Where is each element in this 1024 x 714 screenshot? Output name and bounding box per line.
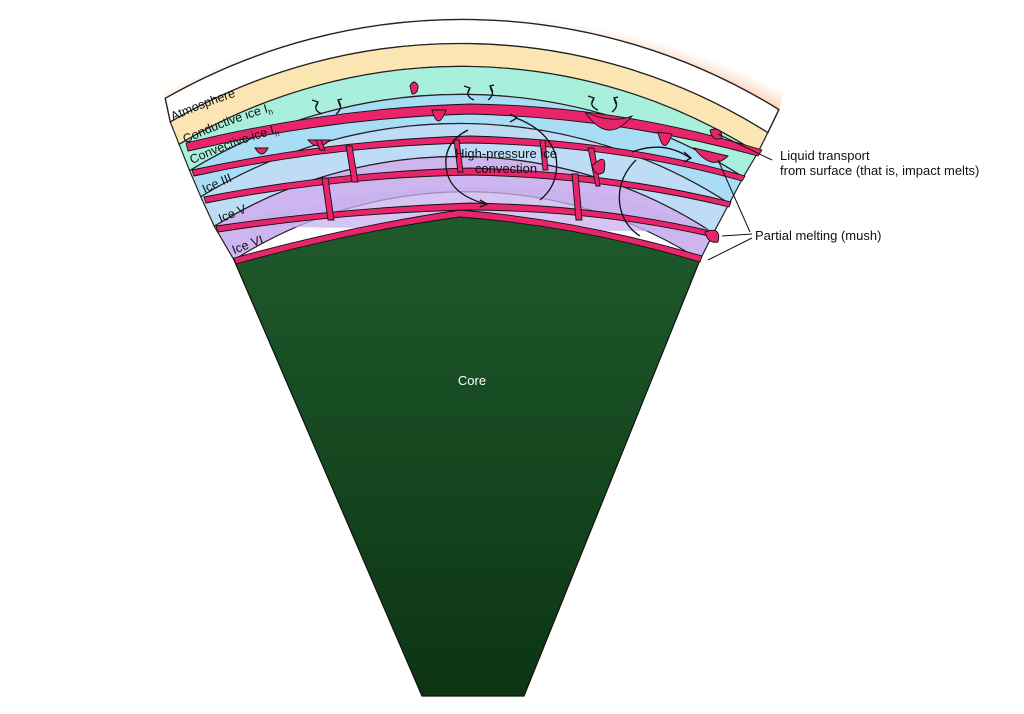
melt-blob	[709, 128, 723, 140]
melt-blob	[409, 81, 419, 95]
melt-ribbon-v-top	[203, 167, 732, 208]
melt-network	[185, 81, 763, 265]
melt-drip	[583, 110, 634, 131]
melt-blob	[591, 158, 606, 175]
hp-convection-label-2: convection	[475, 161, 537, 176]
melt-drip	[657, 131, 673, 146]
convection-arrows-shallow	[311, 84, 619, 115]
core-label: Core	[458, 373, 486, 388]
liquid-transport-label-1: Liquid transport	[780, 148, 870, 163]
melt-ribbon-iii-top	[191, 135, 746, 182]
melt-ribbon-conductive-base	[185, 103, 763, 157]
melt-conduit	[539, 139, 549, 171]
melt-drip	[692, 147, 729, 163]
melt-drip	[254, 147, 269, 155]
melt-conduit	[571, 173, 583, 221]
atmosphere-glow	[145, 0, 797, 110]
melt-conduit	[453, 139, 464, 173]
melt-drip	[431, 109, 447, 122]
melt-conduit	[345, 145, 359, 183]
convection-arrows-deep	[445, 113, 693, 237]
melt-ribbon-core-top	[233, 209, 703, 265]
melt-blob	[704, 229, 720, 243]
liquid-transport-label-2: from surface (that is, impact melts)	[780, 163, 979, 178]
hp-convection-label-1: High-pressure ice	[455, 146, 557, 161]
core	[233, 213, 701, 697]
melt-conduit	[321, 177, 335, 221]
callout-leaders	[707, 133, 773, 261]
melt-conduit	[315, 139, 326, 151]
partial-melting-label: Partial melting (mush)	[755, 228, 881, 243]
